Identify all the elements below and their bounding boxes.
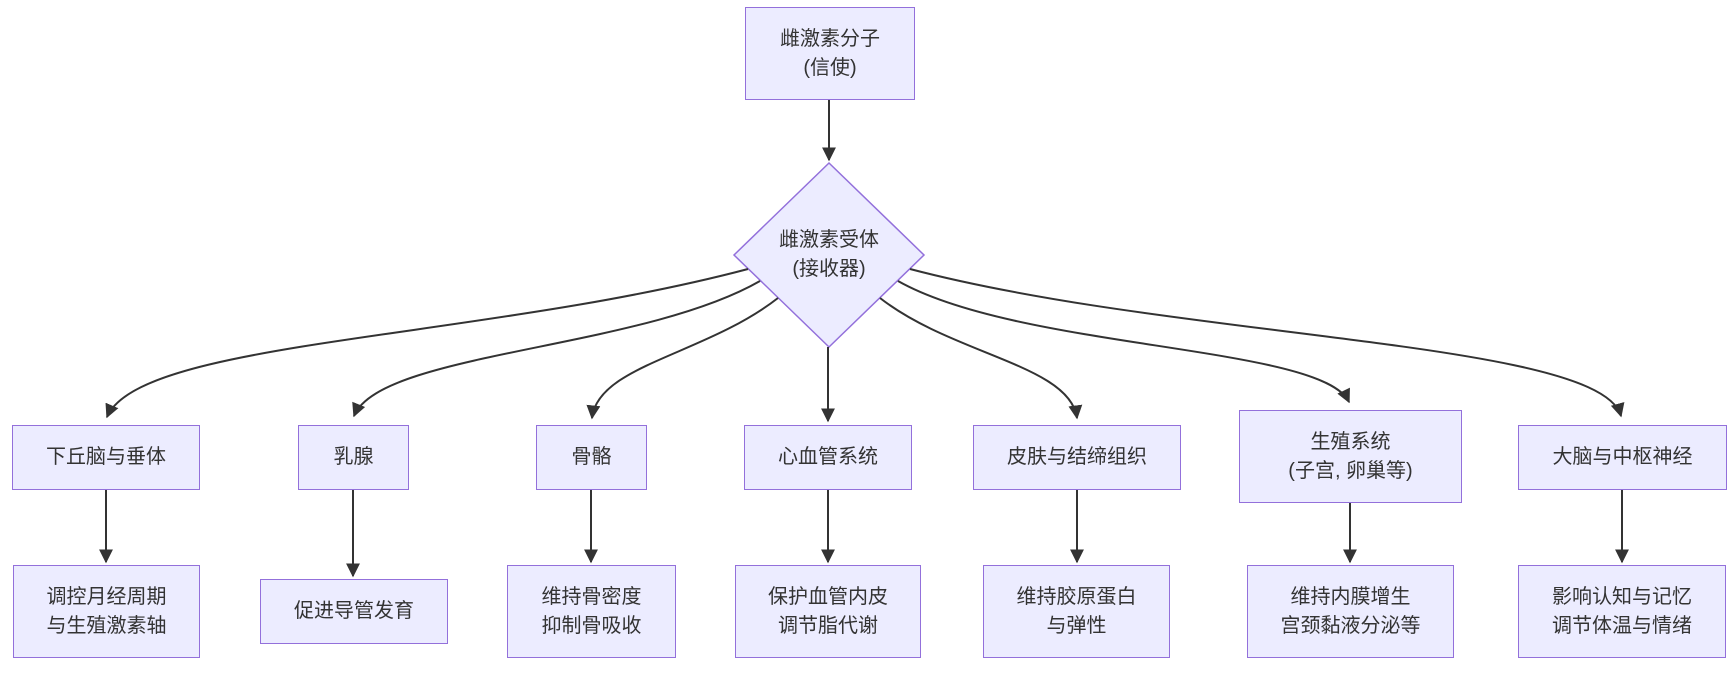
- node-label-line: 影响认知与记忆: [1552, 585, 1692, 608]
- node-label-line: 皮肤与结缔组织: [1007, 446, 1147, 468]
- node-effect-collagen: 维持胶原蛋白 与弹性: [983, 565, 1170, 658]
- edge-receptor-to-skin: [879, 297, 1083, 420]
- edge-receptor-to-reproductive: [897, 280, 1350, 404]
- node-effect-duct-development: 促进导管发育: [260, 579, 448, 644]
- node-label-line: 维持内膜增生: [1290, 585, 1411, 608]
- node-label-line: (信使): [803, 56, 857, 79]
- node-label-line: 保护血管内皮: [768, 585, 888, 608]
- node-effect-menstrual-axis: 调控月经周期 与生殖激素轴: [13, 565, 200, 658]
- node-effect-bone-density: 维持骨密度 抑制骨吸收: [507, 565, 676, 658]
- node-label-line: 维持骨密度: [541, 585, 642, 608]
- node-label-line: 与弹性: [1046, 614, 1107, 637]
- node-label-line: 调控月经周期: [46, 585, 167, 608]
- node-label-line: 与生殖激素轴: [46, 614, 167, 637]
- edge-receptor-to-hypothalamus: [105, 268, 749, 419]
- edge-receptor-to-mammary: [352, 280, 761, 418]
- node-skeleton: 骨骼: [536, 425, 647, 490]
- node-label-line: 骨骼: [571, 446, 612, 468]
- node-effect-vascular: 保护血管内皮 调节脂代谢: [735, 565, 921, 658]
- node-label-line: 调节脂代谢: [778, 614, 878, 637]
- node-estrogen-molecule: 雌激素分子 (信使): [745, 7, 915, 100]
- node-hypothalamus-pituitary: 下丘脑与垂体: [12, 425, 200, 490]
- node-label-line: 调节体温与情绪: [1552, 614, 1692, 637]
- node-label-line: 大脑与中枢神经: [1552, 446, 1693, 468]
- node-estrogen-receptor: 雌激素受体 (接收器): [734, 163, 924, 347]
- node-label-line: 生殖系统: [1310, 430, 1391, 453]
- node-label-line: 乳腺: [333, 446, 374, 468]
- node-skin-connective-tissue: 皮肤与结缔组织: [973, 425, 1181, 490]
- node-label-line: (子宫, 卵巢等): [1288, 459, 1413, 482]
- node-effect-endometrium: 维持内膜增生 宫颈黏液分泌等: [1247, 565, 1454, 658]
- node-cardiovascular-system: 心血管系统: [744, 425, 912, 490]
- node-label-line: 宫颈黏液分泌等: [1280, 614, 1421, 637]
- node-brain-cns: 大脑与中枢神经: [1518, 425, 1727, 490]
- node-reproductive-system: 生殖系统 (子宫, 卵巢等): [1239, 410, 1462, 503]
- node-label-line: 促进导管发育: [294, 600, 414, 622]
- node-label-line: (接收器): [792, 258, 866, 280]
- edge-receptor-to-brain: [909, 268, 1625, 418]
- node-label-line: 下丘脑与垂体: [46, 446, 166, 468]
- node-mammary-gland: 乳腺: [298, 425, 409, 490]
- node-label-line: 雌激素分子: [780, 27, 880, 50]
- edge-receptor-to-skeleton: [586, 297, 779, 420]
- node-label-line: 雌激素受体: [779, 229, 879, 251]
- node-label-line: 抑制骨吸收: [541, 614, 642, 637]
- node-effect-cognition: 影响认知与记忆 调节体温与情绪: [1518, 565, 1726, 658]
- node-label-line: 维持胶原蛋白: [1016, 585, 1137, 608]
- node-label-line: 心血管系统: [778, 446, 878, 468]
